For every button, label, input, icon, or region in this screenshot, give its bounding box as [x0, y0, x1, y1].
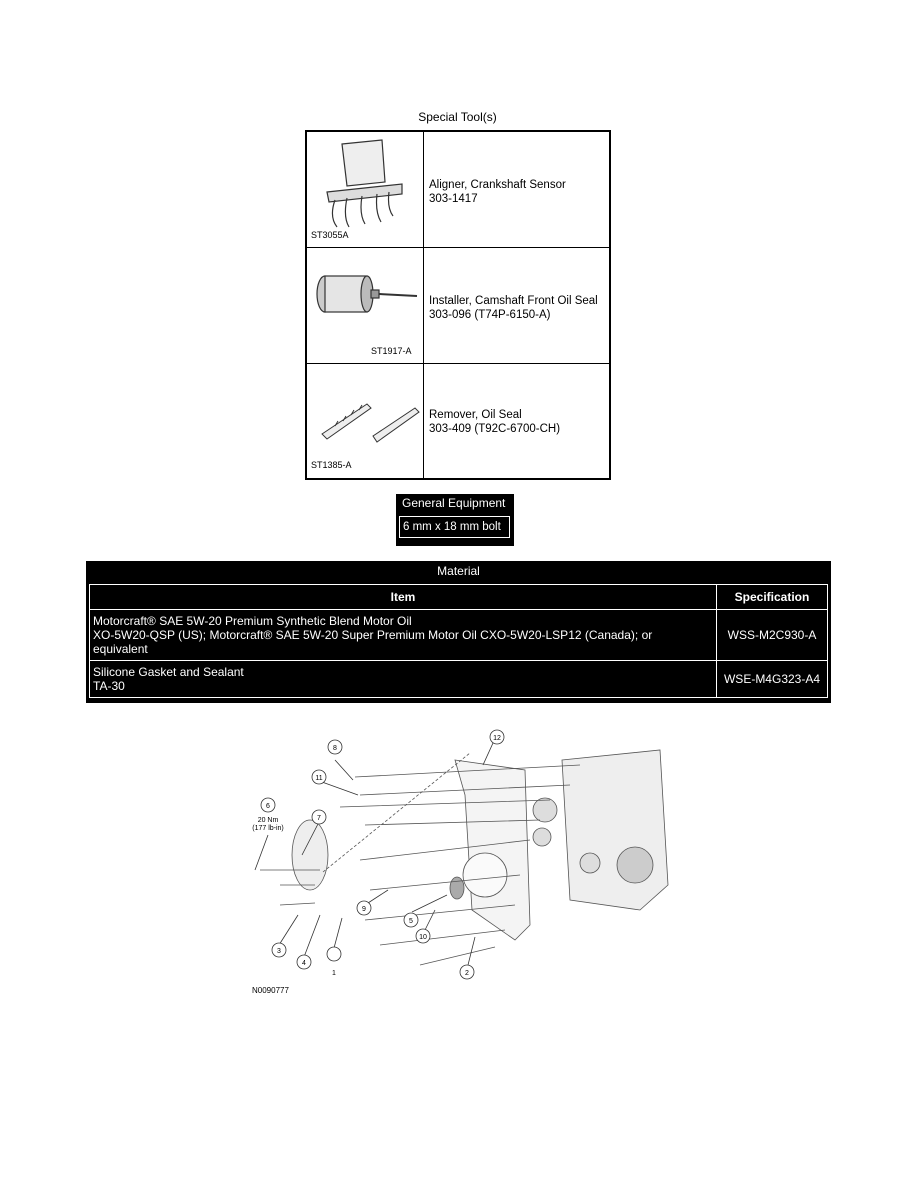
callout-5: 5	[409, 918, 413, 925]
callout-8: 8	[333, 745, 337, 752]
tool-row: ST1917-A Installer, Camshaft Front Oil S…	[307, 248, 609, 364]
item-line: TA-30	[93, 679, 125, 693]
tool-row: ST3055A Aligner, Crankshaft Sensor 303-1…	[307, 132, 609, 248]
callout-6: 6	[266, 803, 270, 810]
callouts: 1 2 3 4 5 6 7 8 9 10 11 12 20 Nm (177 lb…	[252, 729, 505, 980]
callout-1: 1	[332, 970, 336, 977]
tool-row: ST1385-A Remover, Oil Seal 303-409 (T92C…	[307, 364, 609, 479]
torque-lbin: (177 lb-in)	[252, 825, 284, 832]
camshaft-seal-installer-image: ST1917-A	[307, 248, 424, 363]
callout-12: 12	[493, 735, 501, 742]
callout-7: 7	[317, 815, 321, 822]
tool-number: 303-409 (T92C-6700-CH)	[429, 423, 561, 435]
tool-description: Aligner, Crankshaft Sensor 303-1417	[429, 178, 566, 206]
material-spec: WSS-M2C930-A	[716, 609, 828, 661]
tool-name: Remover, Oil Seal	[429, 409, 522, 421]
material-spec: WSE-M4G323-A4	[716, 660, 828, 698]
crankshaft-sensor-aligner-image: ST3055A	[307, 132, 424, 247]
tool-code: ST1917-A	[371, 346, 412, 356]
table-row: Motorcraft® SAE 5W-20 Premium Synthetic …	[89, 609, 828, 661]
tool-number: 303-096 (T74P-6150-A)	[429, 309, 551, 321]
item-line: Motorcraft® SAE 5W-20 Premium Synthetic …	[93, 614, 412, 628]
tool-code: ST3055A	[311, 230, 349, 240]
material-item: Silicone Gasket and Sealant TA-30	[89, 660, 717, 698]
item-line: Silicone Gasket and Sealant	[93, 665, 244, 679]
header-specification: Specification	[716, 584, 828, 610]
figure-id: N0090777	[252, 986, 289, 995]
table-row: Silicone Gasket and Sealant TA-30 WSE-M4…	[89, 660, 828, 698]
callout-10: 10	[419, 934, 427, 941]
tool-description: Installer, Camshaft Front Oil Seal 303-0…	[429, 294, 598, 322]
callout-3: 3	[277, 948, 281, 955]
general-equipment-title: General Equipment	[402, 496, 506, 510]
tool-name: Aligner, Crankshaft Sensor	[429, 179, 566, 191]
material-title: Material	[437, 564, 480, 578]
oil-seal-remover-image: ST1385-A	[307, 364, 424, 479]
special-tools-table: ST3055A Aligner, Crankshaft Sensor 303-1…	[305, 130, 611, 480]
callout-4: 4	[302, 960, 306, 967]
material-table: Material Item Specification Motorcraft® …	[86, 561, 831, 703]
special-tools-caption: Special Tool(s)	[418, 110, 497, 124]
callout-11: 11	[315, 775, 322, 782]
general-equipment-table: General Equipment 6 mm x 18 mm bolt	[396, 494, 514, 546]
tool-description: Remover, Oil Seal 303-409 (T92C-6700-CH)	[429, 408, 560, 436]
torque-nm: 20 Nm	[258, 817, 279, 824]
tool-number: 303-1417	[429, 193, 478, 205]
callout-9: 9	[362, 906, 366, 913]
engine-front-cover-diagram: 1 2 3 4 5 6 7 8 9 10 11 12 20 Nm (177 lb…	[252, 729, 669, 980]
callout-2: 2	[465, 970, 469, 977]
item-line: XO-5W20-QSP (US); Motorcraft® SAE 5W-20 …	[93, 628, 653, 656]
tool-code: ST1385-A	[311, 460, 352, 470]
general-equipment-item: 6 mm x 18 mm bolt	[399, 516, 510, 538]
tool-name: Installer, Camshaft Front Oil Seal	[429, 295, 598, 307]
header-item: Item	[89, 584, 717, 610]
material-item: Motorcraft® SAE 5W-20 Premium Synthetic …	[89, 609, 717, 661]
